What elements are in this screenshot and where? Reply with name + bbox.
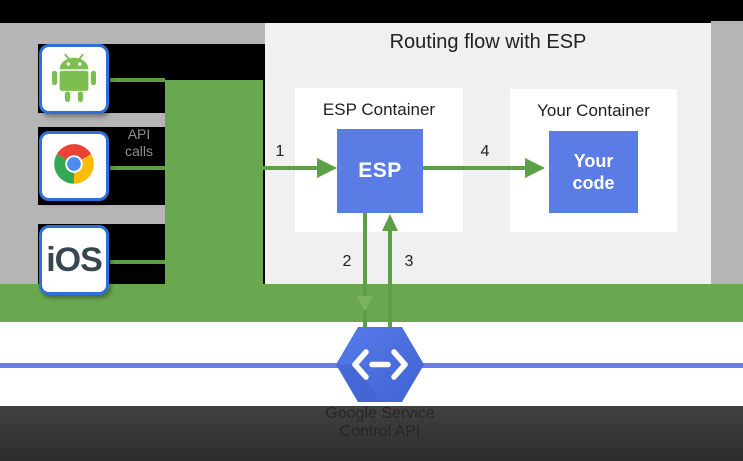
- esp-box: ESP: [337, 129, 423, 213]
- chrome-icon: [52, 142, 96, 191]
- android-arrow: [110, 78, 165, 82]
- ios-label: iOS: [46, 240, 103, 279]
- api-calls-label: API calls: [124, 126, 153, 159]
- page-top-bar: [0, 0, 743, 23]
- arrow-step-1-line: [263, 166, 319, 170]
- gray-frame-right: [711, 21, 743, 284]
- arrow-step-2-head: [357, 296, 373, 312]
- esp-container-title: ESP Container: [322, 100, 436, 119]
- step-4-label: 4: [480, 143, 490, 160]
- android-icon: [50, 50, 98, 109]
- page-bottom-bar: [0, 406, 743, 461]
- diagram-title: Routing flow with ESP: [389, 31, 587, 53]
- step-3-label: 3: [404, 253, 414, 270]
- step-2-label: 2: [342, 253, 352, 270]
- step-1-label: 1: [275, 143, 285, 160]
- ios-arrow: [110, 260, 165, 264]
- load-balancer-bar: [165, 80, 263, 284]
- chrome-arrow: [110, 166, 165, 170]
- gray-frame-divider-1: [0, 113, 165, 127]
- ios-client-box: iOS: [39, 225, 109, 295]
- gray-frame-divider-2: [0, 205, 165, 224]
- your-container-title: Your Container: [537, 101, 650, 120]
- arrow-step-4-head: [525, 158, 545, 178]
- arrow-step-3-head: [382, 214, 398, 231]
- endpoints-hexagon-icon: [336, 327, 424, 407]
- arrow-step-3-line: [388, 230, 392, 333]
- android-client-box: [39, 44, 109, 114]
- gray-frame-left: [0, 23, 38, 284]
- arrow-step-4-line: [423, 166, 526, 170]
- chrome-client-box: [39, 131, 109, 201]
- your-code-box: Your code: [549, 131, 638, 213]
- service-control-caption: Google Service Control API: [325, 405, 435, 440]
- arrow-step-1-head: [317, 158, 337, 178]
- arrow-step-2-line: [363, 213, 367, 333]
- gray-frame-top: [0, 23, 265, 44]
